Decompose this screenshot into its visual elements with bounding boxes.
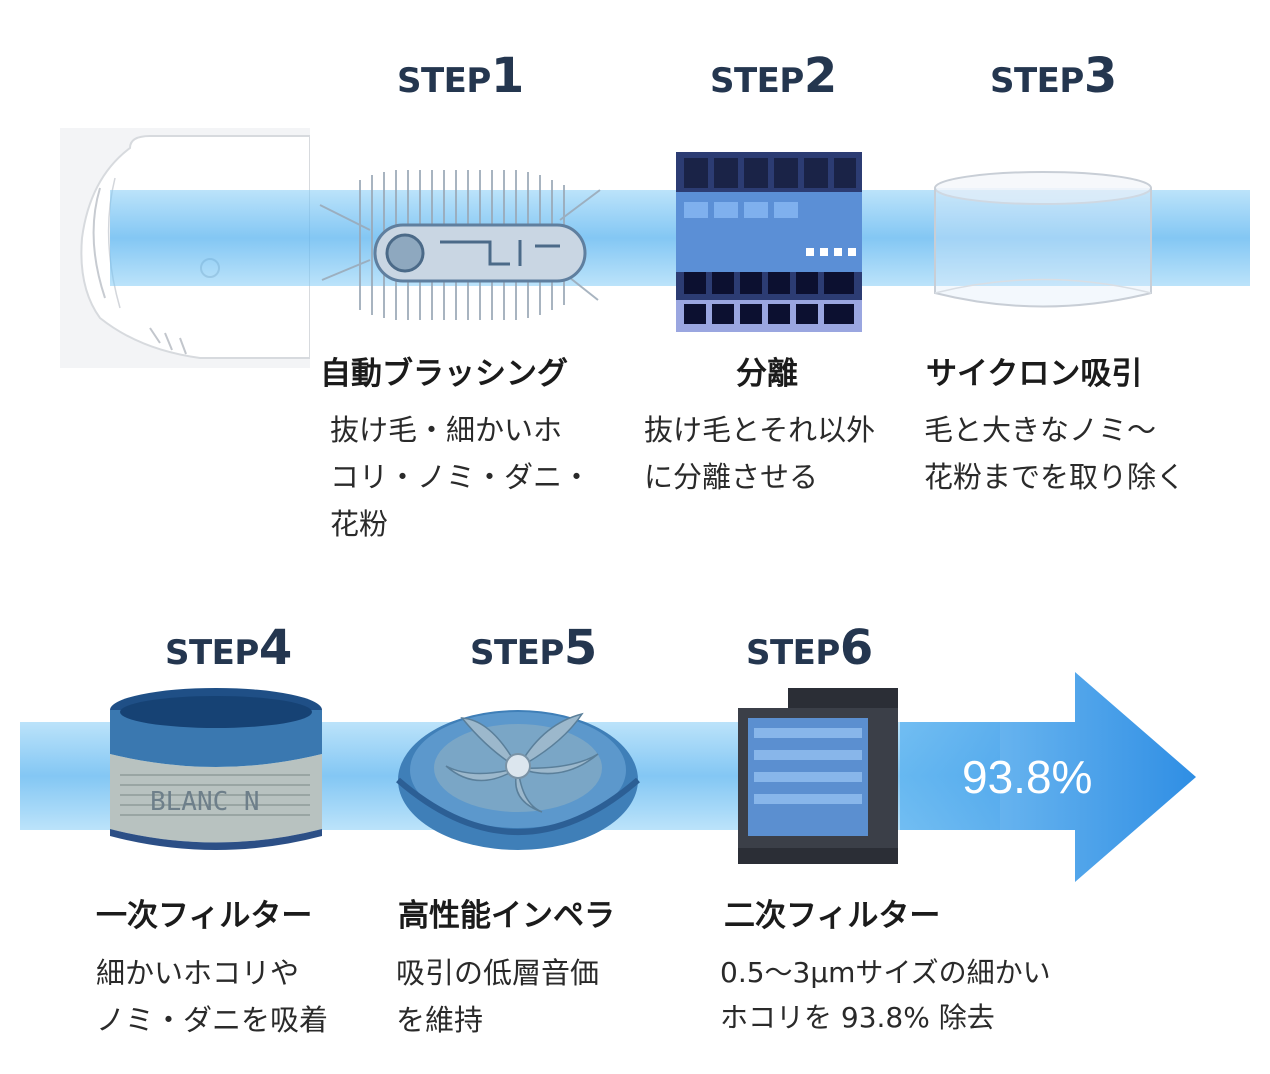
step-1-label: STEP1 xyxy=(397,48,525,104)
step-2-label: STEP2 xyxy=(710,48,838,104)
step-4-description: 細かいホコリや ノミ・ダニを吸着 xyxy=(96,956,329,1037)
step-5-title: 高性能インペラ xyxy=(398,898,615,934)
removal-percentage: 93.8% xyxy=(962,751,1093,803)
step-1-title: 自動ブラッシング xyxy=(320,356,568,392)
primary-filter-icon: BLANC N xyxy=(100,684,332,854)
step-6-label: STEP6 xyxy=(746,620,874,676)
separator-block-icon xyxy=(676,152,862,332)
brush-roller-icon xyxy=(310,160,610,330)
step-4-title: 一次フィルター xyxy=(96,898,313,934)
svg-text:BLANC N: BLANC N xyxy=(150,787,260,817)
airflow-arrow-icon xyxy=(900,672,1200,882)
secondary-filter-icon xyxy=(738,688,898,864)
step-2-description: 抜け毛とそれ以外 に分離させる xyxy=(644,413,876,494)
step-1-description: 抜け毛・細かいホ コリ・ノミ・ダニ・ 花粉 xyxy=(330,413,592,541)
step-3-description: 毛と大きなノミ〜 花粉までを取り除く xyxy=(924,413,1186,494)
cyclone-cylinder-icon xyxy=(928,168,1158,318)
step-3-label: STEP3 xyxy=(990,48,1118,104)
step-6-description: 0.5〜3µmサイズの細かい ホコリを 93.8% 除去 xyxy=(720,956,1051,1035)
step-4-label: STEP4 xyxy=(165,620,293,676)
impeller-icon xyxy=(392,684,644,868)
step-3-title: サイクロン吸引 xyxy=(926,356,1143,392)
step-2-title: 分離 xyxy=(736,356,798,392)
step-6-title: 二次フィルター xyxy=(724,898,941,934)
step-5-description: 吸引の低層音価 を維持 xyxy=(396,956,600,1037)
step-5-label: STEP5 xyxy=(470,620,598,676)
